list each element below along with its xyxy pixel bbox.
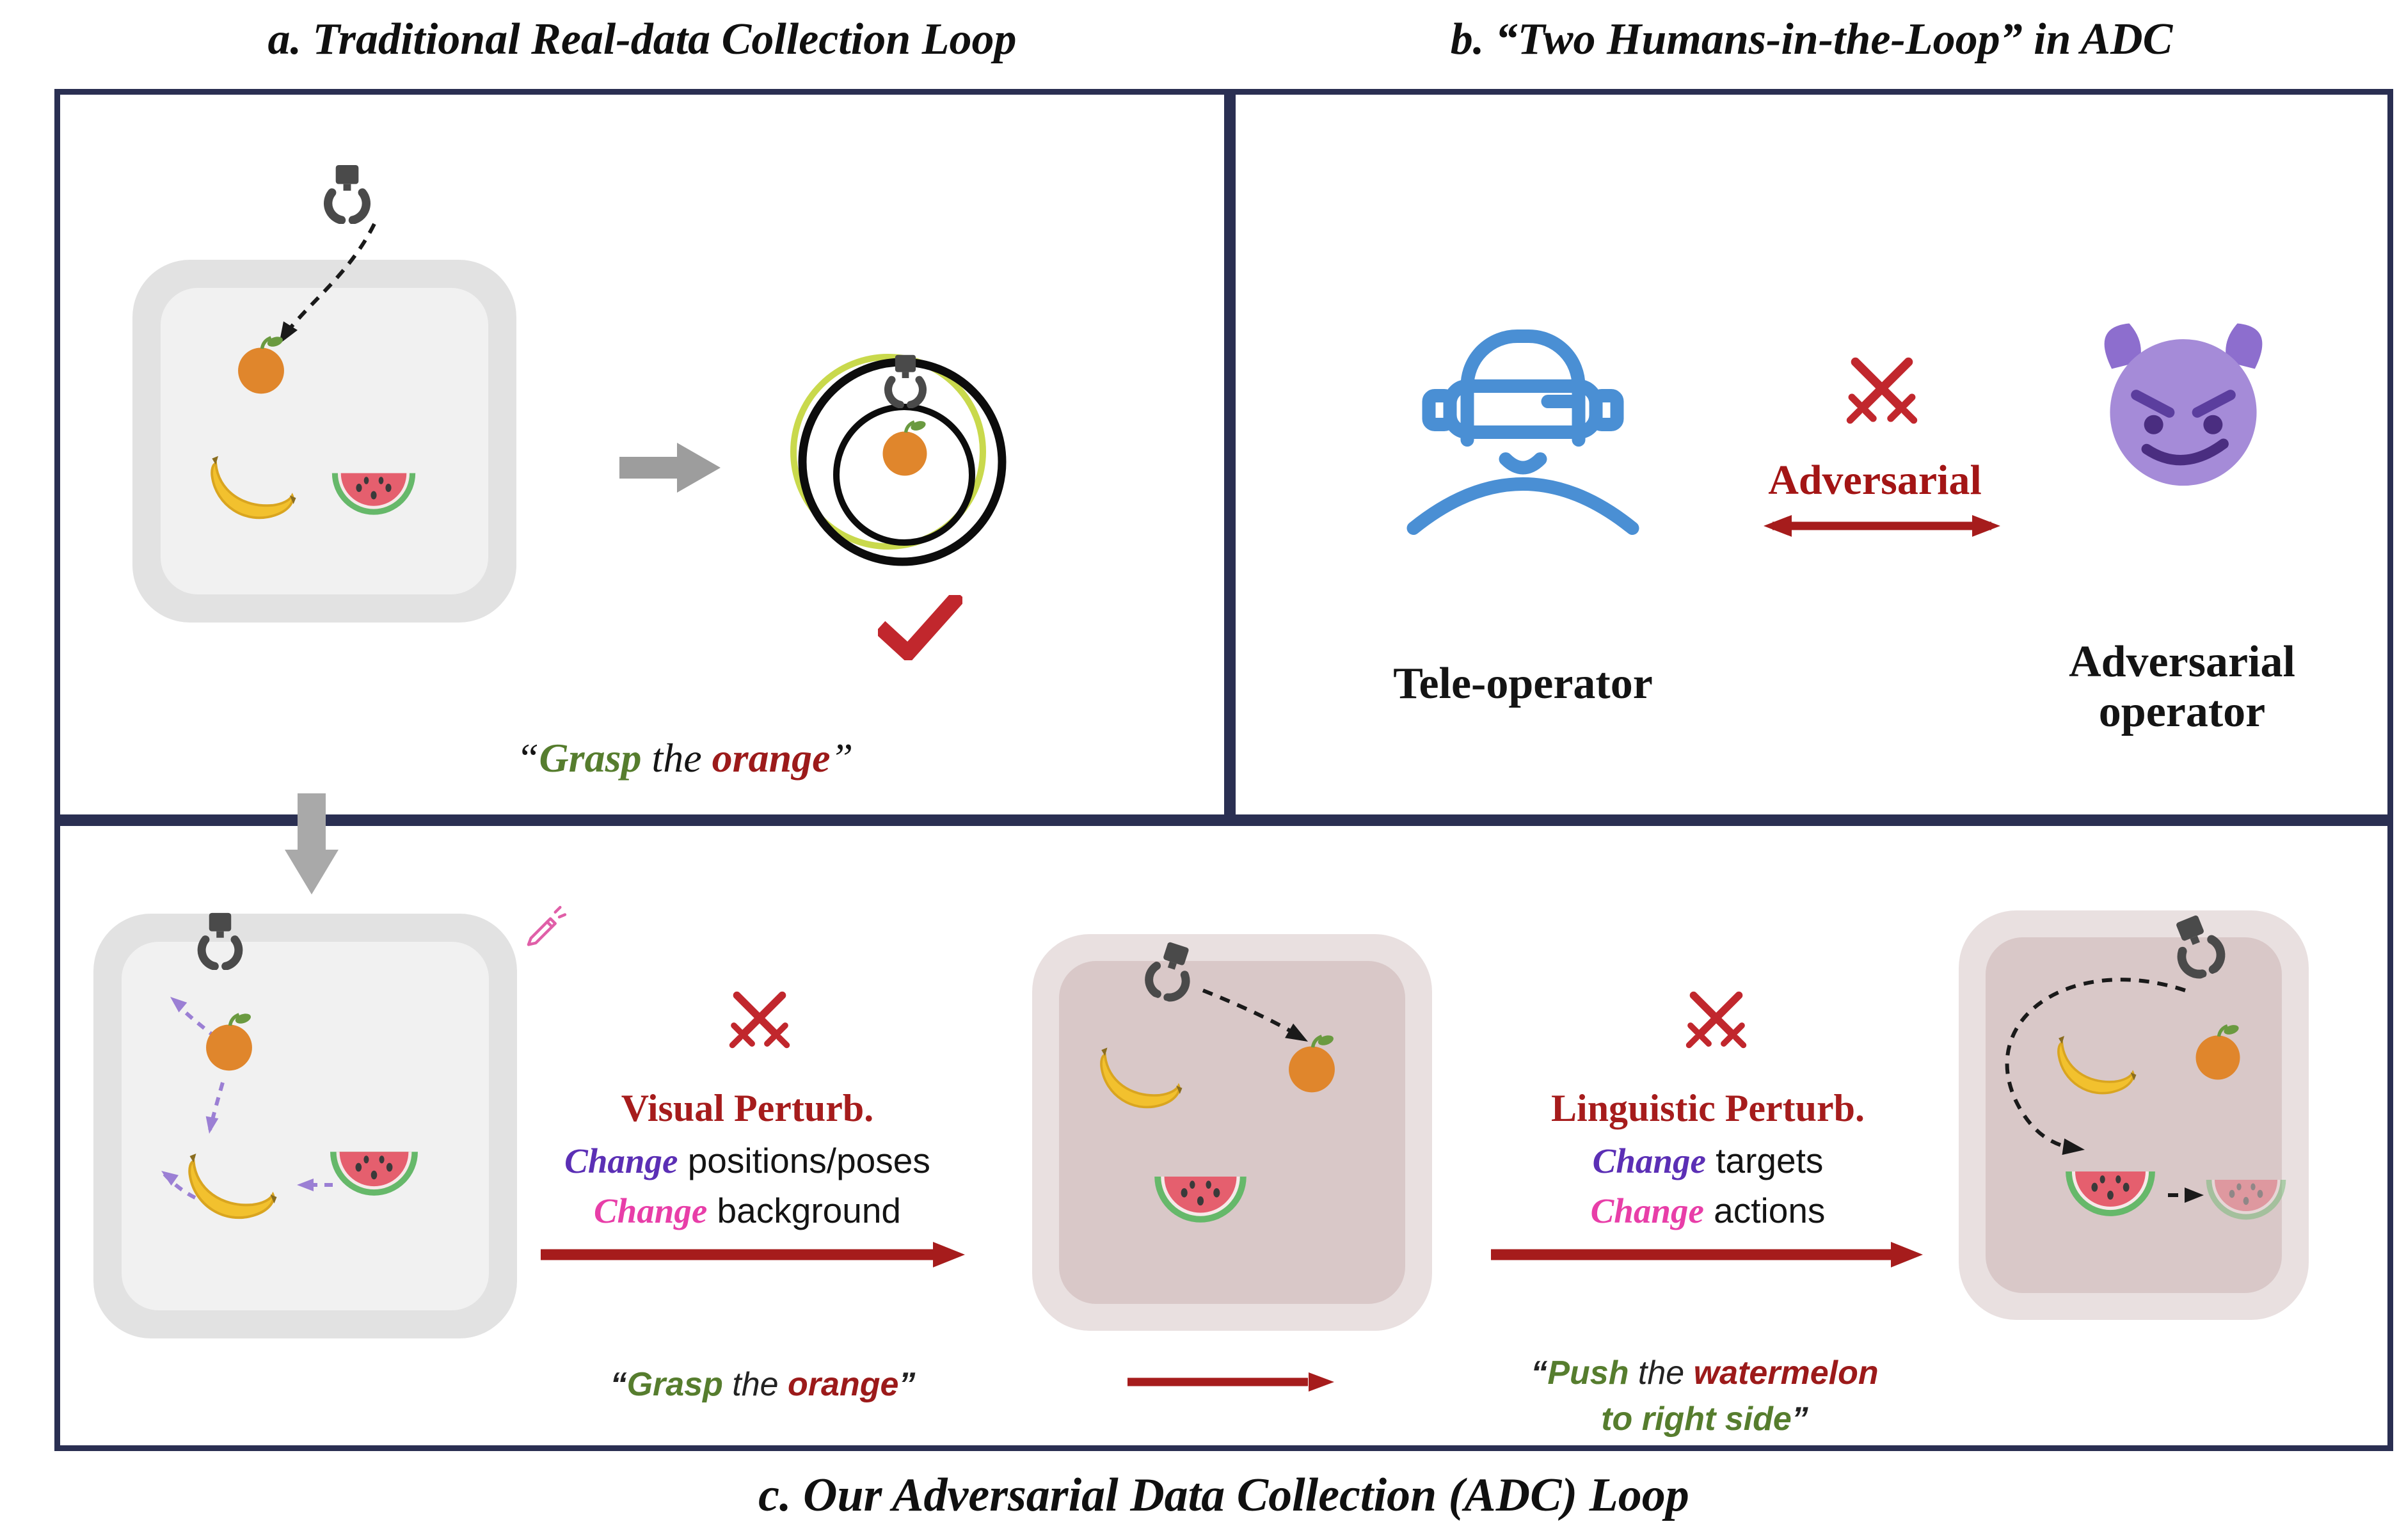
watermelon-icon bbox=[330, 466, 418, 525]
panel-b-frame bbox=[1230, 89, 2393, 820]
flow-arrow-right bbox=[619, 443, 721, 493]
instruction-text-a: “Grasp the orange” bbox=[448, 734, 921, 782]
instruction-after-line2: to right side” bbox=[1462, 1396, 1948, 1442]
verb: Grasp bbox=[539, 735, 642, 781]
instruction-text-after: “Push the watermelon to right side” bbox=[1462, 1350, 1948, 1442]
panel-c-title: c. Our Adversarial Data Collection (ADC)… bbox=[758, 1469, 1689, 1521]
bin-inner bbox=[1059, 961, 1405, 1304]
devil-icon bbox=[2087, 315, 2279, 493]
quote: ” bbox=[1791, 1401, 1808, 1438]
adversarial-label: Adversarial bbox=[1768, 457, 1982, 504]
instruction-after-line1: “Push the watermelon bbox=[1462, 1350, 1948, 1396]
quote: ” bbox=[830, 735, 854, 781]
edit-pencil-icon bbox=[520, 901, 568, 949]
quote: “ bbox=[1531, 1354, 1548, 1392]
mid: the bbox=[641, 735, 712, 781]
workspace-bin-c3 bbox=[1959, 910, 2309, 1320]
crossed-swords-icon bbox=[1838, 349, 1926, 437]
watermelon-icon bbox=[328, 1144, 420, 1206]
workspace-bin-a bbox=[132, 260, 516, 623]
bin-inner bbox=[1986, 937, 2282, 1293]
linguistic-perturb-arrow bbox=[1491, 1242, 1923, 1267]
teleoperator-vr-icon bbox=[1398, 296, 1648, 552]
crossed-swords-icon bbox=[1678, 984, 1754, 1060]
push-trajectory-arrow-c3 bbox=[2005, 978, 2186, 1155]
object: orange bbox=[788, 1366, 899, 1403]
panel-a-frame bbox=[54, 89, 1230, 820]
object: orange bbox=[712, 735, 831, 781]
panel-b-title: b. “Two Humans-in-the-Loop” in ADC bbox=[1450, 15, 2173, 64]
change-word: Change bbox=[1592, 1141, 1706, 1180]
direction: to right side bbox=[1601, 1401, 1792, 1438]
orange-icon bbox=[2187, 1021, 2249, 1083]
orange-icon bbox=[874, 417, 936, 479]
watermelon-icon bbox=[1152, 1168, 1249, 1234]
orange-icon bbox=[1280, 1031, 1344, 1095]
banana-icon bbox=[208, 451, 298, 520]
visual-perturb-arrow bbox=[541, 1242, 965, 1267]
success-check-icon bbox=[878, 595, 962, 660]
pick-trajectory-arrow-c2 bbox=[1202, 988, 1308, 1042]
banana-icon bbox=[1097, 1043, 1184, 1109]
change-word: Change bbox=[594, 1191, 708, 1230]
bin-inner bbox=[161, 288, 488, 594]
banana-icon bbox=[2054, 1031, 2139, 1095]
rest: positions/poses bbox=[678, 1141, 930, 1180]
visual-perturb-line2: Change background bbox=[506, 1190, 989, 1231]
instruction-flow-arrow bbox=[1127, 1372, 1334, 1392]
instruction-text-before: “Grasp the orange” bbox=[539, 1361, 987, 1408]
pick-trajectory-arrow-a bbox=[278, 223, 376, 344]
banana-icon bbox=[186, 1148, 278, 1220]
change-word: Change bbox=[1590, 1191, 1704, 1230]
quote: ” bbox=[898, 1366, 916, 1403]
gripper-icon bbox=[191, 911, 250, 970]
adversarial-double-arrow bbox=[1764, 515, 2000, 537]
verb: Grasp bbox=[626, 1366, 723, 1403]
orange-icon bbox=[197, 1010, 261, 1074]
verb: Push bbox=[1547, 1354, 1629, 1392]
workspace-bin-c2 bbox=[1032, 934, 1432, 1331]
watermelon-pushed-icon bbox=[2204, 1172, 2288, 1230]
quote: “ bbox=[610, 1366, 627, 1403]
quote: “ bbox=[516, 735, 539, 781]
linguistic-perturb-line1: Change targets bbox=[1466, 1140, 1950, 1181]
object: watermelon bbox=[1693, 1354, 1879, 1392]
linguistic-perturb-title: Linguistic Perturb. bbox=[1551, 1087, 1865, 1129]
rest: actions bbox=[1703, 1191, 1826, 1230]
push-direction-arrow bbox=[2168, 1187, 2204, 1203]
rest: targets bbox=[1705, 1141, 1824, 1180]
rest: background bbox=[707, 1191, 901, 1230]
visual-perturb-title: Visual Perturb. bbox=[621, 1087, 874, 1129]
workspace-bin-c1 bbox=[93, 914, 517, 1338]
flow-arrow-down bbox=[285, 793, 339, 894]
mid: the bbox=[722, 1366, 788, 1403]
teleoperator-label: Tele-operator bbox=[1393, 659, 1653, 708]
adversarial-operator-line2: operator bbox=[2098, 687, 2266, 736]
panel-a-title: a. Traditional Real-data Collection Loop bbox=[267, 15, 1017, 64]
gripper-icon bbox=[878, 353, 933, 408]
visual-perturb-line1: Change positions/poses bbox=[506, 1140, 989, 1181]
orange-icon bbox=[229, 333, 293, 397]
gripper-icon bbox=[317, 163, 378, 224]
mid: the bbox=[1629, 1354, 1694, 1392]
change-word: Change bbox=[564, 1141, 678, 1180]
linguistic-perturb-line2: Change actions bbox=[1466, 1190, 1950, 1231]
watermelon-icon bbox=[2063, 1163, 2158, 1227]
panel-c-frame bbox=[54, 820, 2393, 1451]
adversarial-operator-label: Adversarial operator bbox=[2003, 637, 2361, 737]
adversarial-operator-line1: Adversarial bbox=[2069, 637, 2295, 687]
crossed-swords-icon bbox=[722, 984, 797, 1060]
